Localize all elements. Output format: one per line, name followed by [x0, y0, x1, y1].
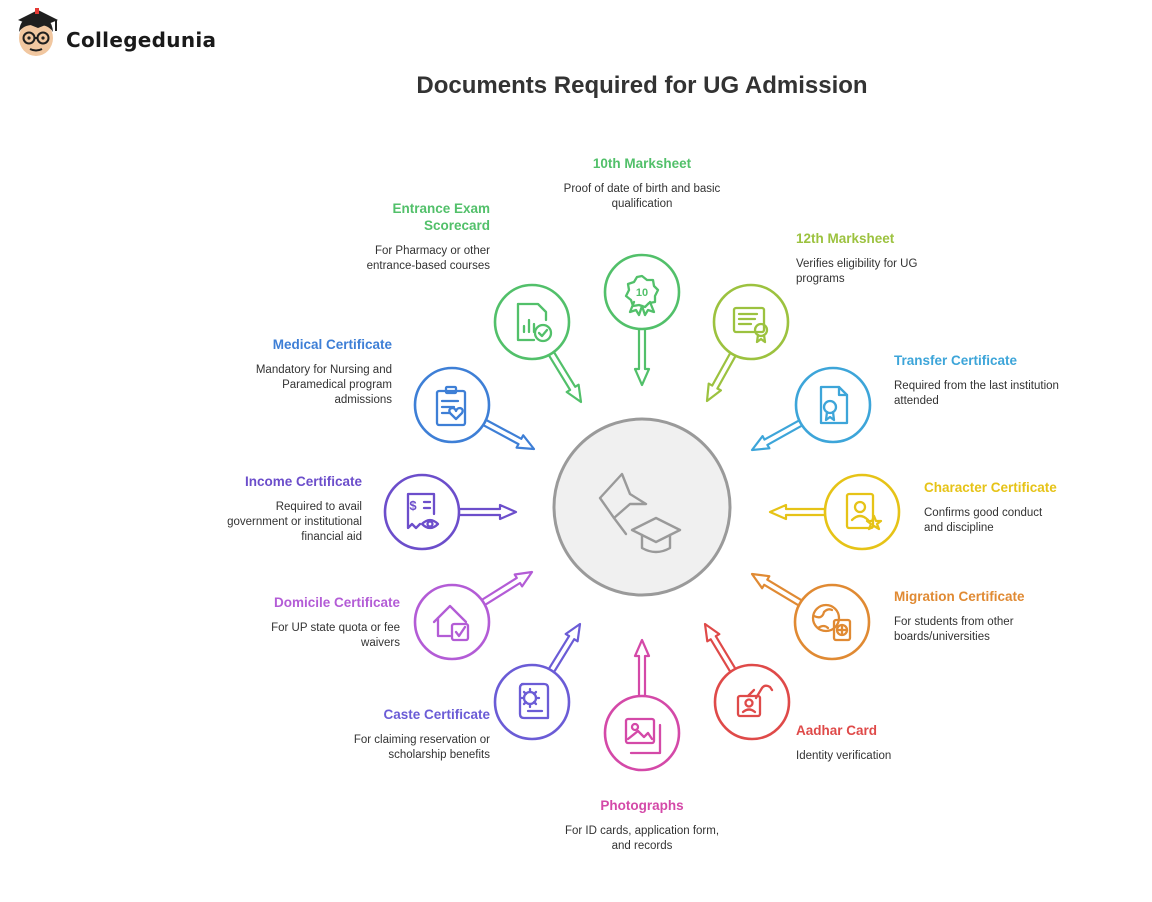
photographs-description: For ID cards, application form, and reco… — [564, 825, 720, 852]
aadhar-card-arrow — [703, 622, 739, 677]
domicile-certificate-title: Domicile Certificate — [273, 595, 400, 610]
graduation-cap-icon — [630, 516, 682, 554]
caste-certificate-title: Caste Certificate — [383, 707, 490, 722]
character-certificate-arrow — [768, 503, 831, 521]
entrance-exam-scorecard-description: For Pharmacy or other entrance-based cou… — [366, 245, 490, 272]
income-certificate-description: Required to avail government or institut… — [227, 501, 362, 543]
income-certificate-node: $ — [383, 473, 461, 551]
migration-certificate-arrow — [750, 572, 807, 609]
entrance-exam-scorecard-title: Entrance Exam Scorecard — [392, 201, 490, 233]
chart-check-icon — [516, 302, 553, 343]
domicile-certificate-description: For UP state quota or fee waivers — [271, 622, 400, 649]
income-certificate-title: Income Certificate — [244, 474, 362, 489]
medical-certificate-description: Mandatory for Nursing and Paramedical pr… — [255, 364, 392, 406]
aadhar-card-description: Identity verification — [796, 750, 892, 762]
page-title: Documents Required for UG Admission — [416, 72, 868, 99]
10th-marksheet-title: 10th Marksheet — [592, 156, 692, 171]
photographs-node — [603, 694, 681, 772]
entrance-exam-scorecard-arrow — [545, 347, 583, 404]
document-seal-icon — [819, 385, 849, 425]
house-check-icon — [432, 604, 470, 642]
clipboard-heart-icon — [435, 385, 467, 427]
10th-marksheet-description: Proof of date of birth and basic qualifi… — [563, 183, 721, 210]
10th-marksheet-arrow — [633, 323, 651, 387]
character-certificate-node — [823, 473, 901, 551]
migration-certificate-description: For students from other boards/universit… — [894, 616, 1014, 643]
flag-icon — [598, 472, 648, 536]
10th-marksheet-node-circle — [603, 253, 681, 331]
brand-name: Collegedunia — [66, 28, 217, 52]
domicile-certificate-node-circle — [413, 583, 491, 661]
migration-certificate-title: Migration Certificate — [894, 589, 1025, 604]
income-certificate-node-circle — [383, 473, 461, 551]
image-stack-icon — [624, 717, 662, 755]
entrance-exam-scorecard-node — [493, 283, 571, 361]
badge-text: 10 — [636, 287, 648, 299]
photographs-node-circle — [603, 694, 681, 772]
scroll-gear-icon — [518, 682, 550, 720]
caste-certificate-arrow — [545, 622, 582, 677]
character-certificate-description: Confirms good conduct and discipline — [924, 507, 1043, 534]
12th-marksheet-node-circle — [712, 283, 790, 361]
id-card-hand-icon — [736, 684, 774, 718]
dollar-glyph: $ — [409, 498, 417, 513]
migration-certificate-node-circle — [793, 583, 871, 661]
12th-marksheet-title: 12th Marksheet — [796, 231, 895, 246]
medical-certificate-title: Medical Certificate — [272, 337, 392, 352]
center-circle — [552, 417, 732, 597]
transfer-certificate-description: Required from the last institution atten… — [894, 380, 1059, 407]
medical-certificate-arrow — [478, 416, 536, 451]
receipt-eye-icon: $ — [406, 492, 440, 530]
transfer-certificate-arrow — [750, 417, 807, 452]
medical-certificate-node-circle — [413, 366, 491, 444]
globe-passport-icon — [811, 603, 852, 642]
collegedunia-logo — [18, 8, 58, 56]
caste-certificate-node — [493, 663, 571, 741]
caste-certificate-description: For claiming reservation or scholarship … — [353, 734, 490, 761]
12th-marksheet-arrow — [705, 348, 739, 403]
transfer-certificate-title: Transfer Certificate — [894, 353, 1018, 368]
rosette-icon: 10 — [624, 274, 660, 317]
profile-star-icon — [845, 492, 883, 531]
caste-certificate-node-circle — [493, 663, 571, 741]
12th-marksheet-description: Verifies eligibility for UG programs — [796, 258, 918, 285]
migration-certificate-node — [793, 583, 871, 661]
12th-marksheet-node — [712, 283, 790, 361]
photographs-title: Photographs — [600, 798, 684, 813]
income-certificate-arrow — [453, 503, 518, 521]
transfer-certificate-node-circle — [794, 366, 872, 444]
domicile-certificate-arrow — [477, 570, 534, 609]
aadhar-card-title: Aadhar Card — [796, 723, 878, 738]
entrance-exam-scorecard-node-circle — [493, 283, 571, 361]
certificate-icon — [732, 306, 769, 344]
photographs-arrow — [633, 638, 651, 702]
domicile-certificate-node — [413, 583, 491, 661]
aadhar-card-node — [713, 663, 791, 741]
10th-marksheet-node: 10 — [603, 253, 681, 331]
medical-certificate-node — [413, 366, 491, 444]
arrow-layer — [453, 323, 831, 702]
transfer-certificate-node — [794, 366, 872, 444]
character-certificate-title: Character Certificate — [924, 480, 1057, 495]
